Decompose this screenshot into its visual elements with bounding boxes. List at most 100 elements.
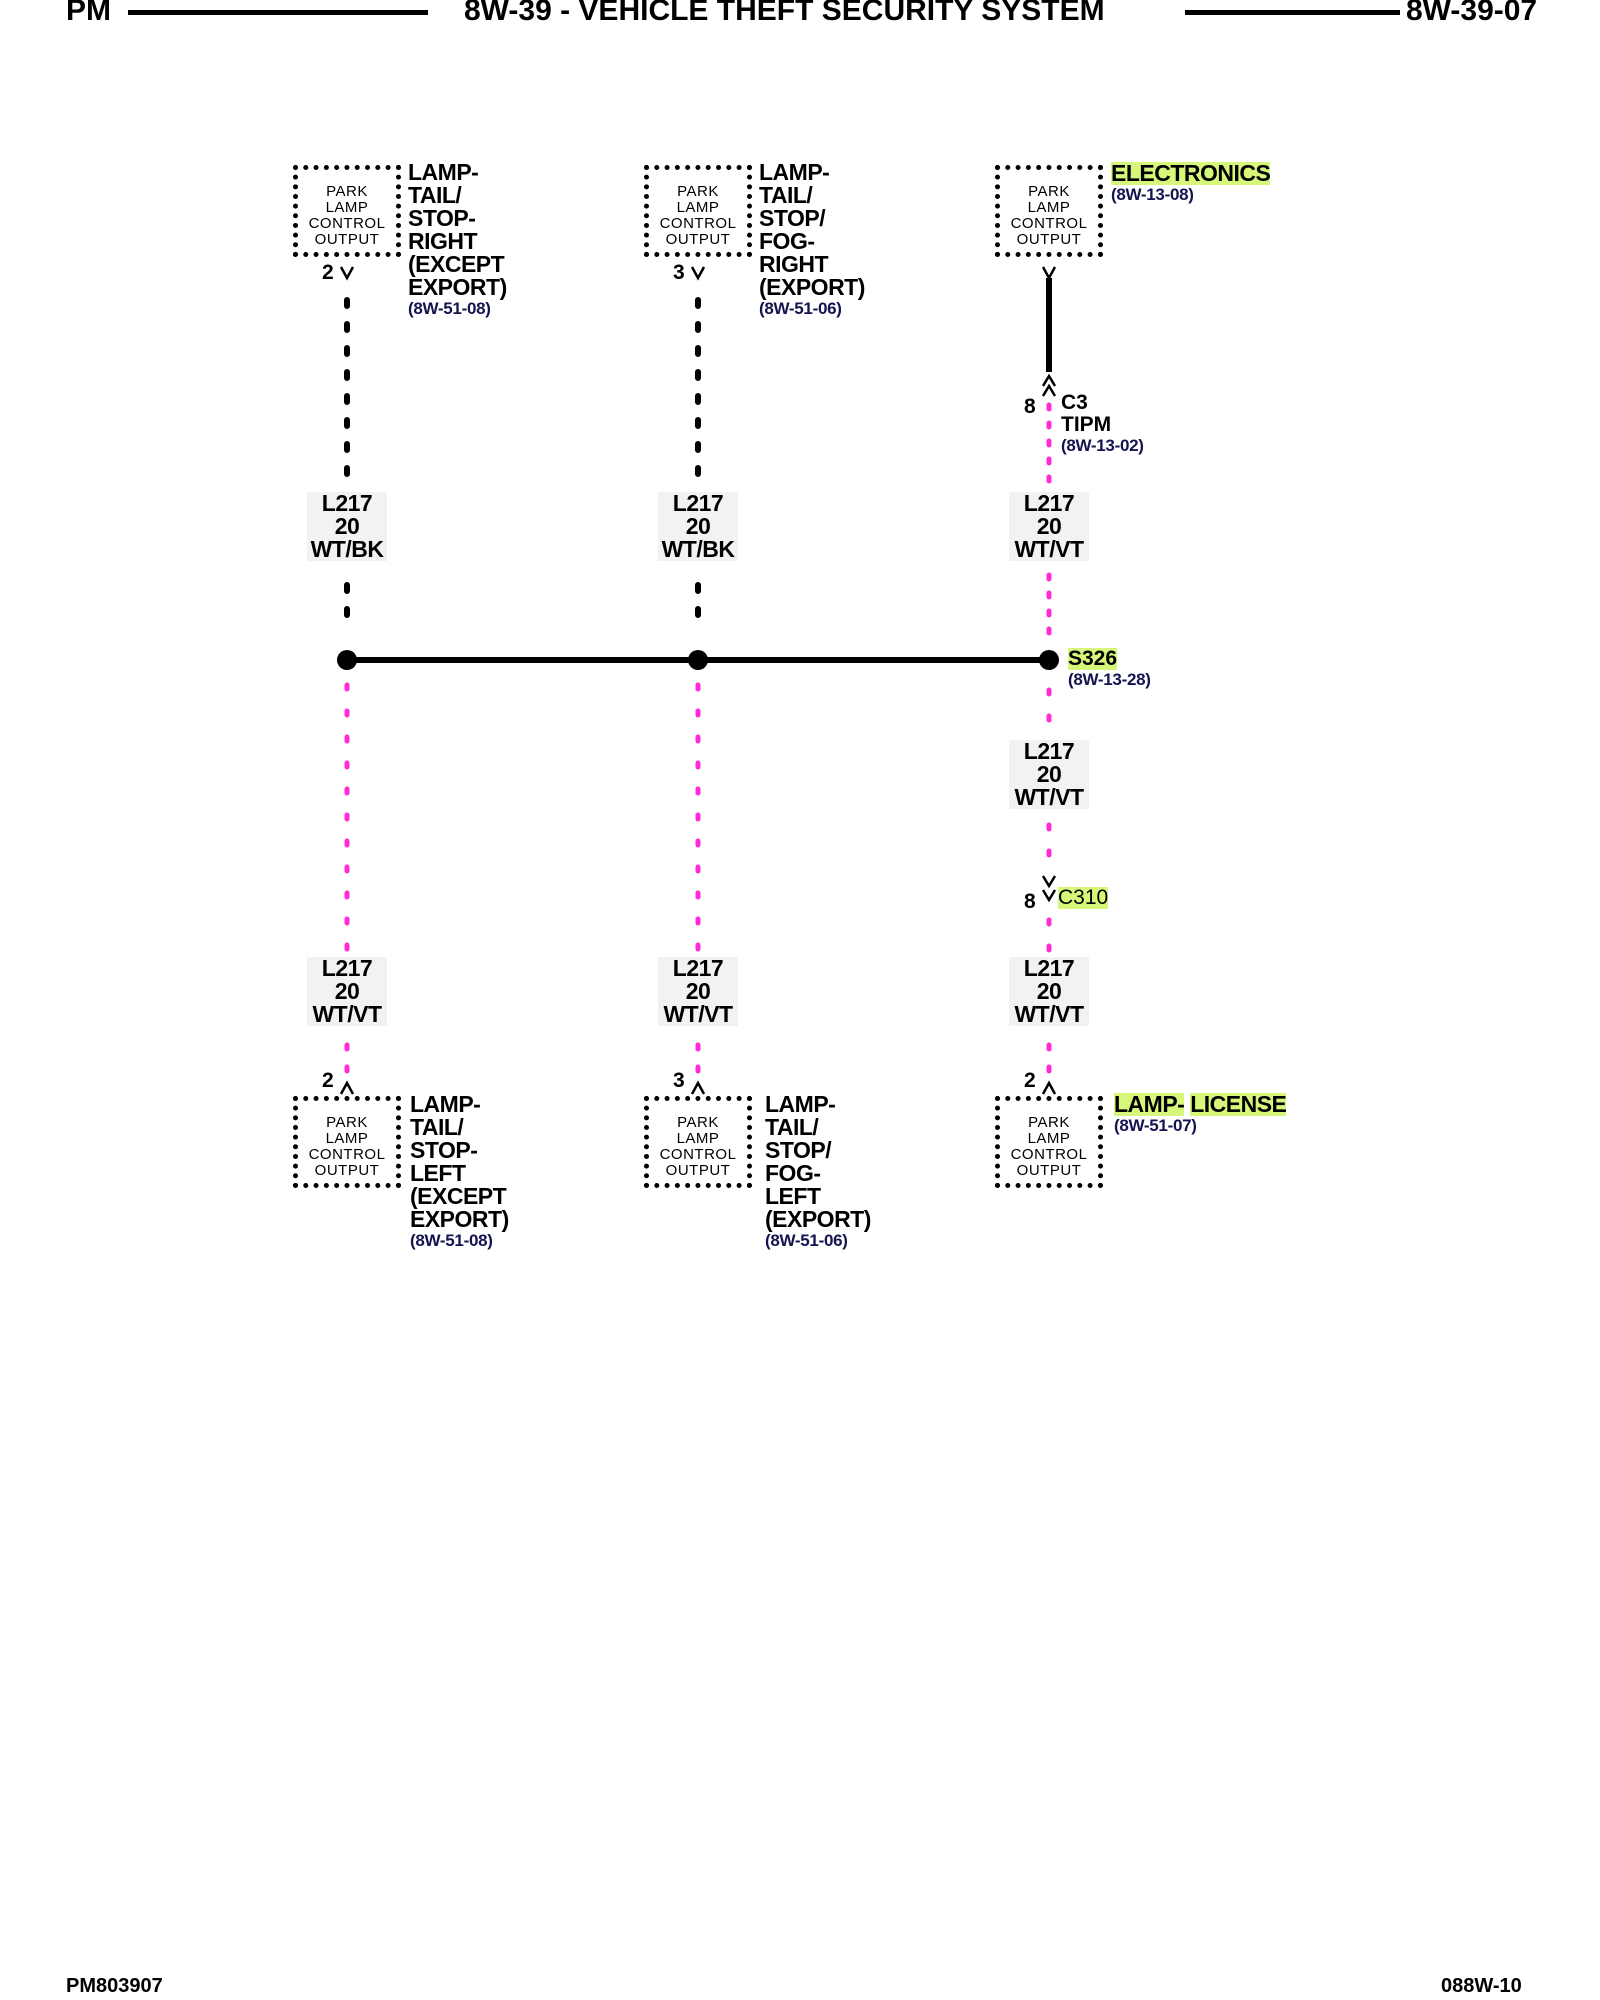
box-line: PARK	[326, 183, 368, 200]
component-name-line: TAIL/	[410, 1114, 464, 1140]
wire-gauge: 20	[1036, 761, 1062, 787]
wire-circuit: L217	[1023, 955, 1075, 981]
box-line: LAMP	[1027, 1130, 1071, 1147]
box-line: CONTROL	[308, 215, 386, 232]
footer-figure-id: 088W-10	[1441, 1975, 1522, 1997]
component-lamp-tail-stop-fog-left-export: LAMP- TAIL/ STOP/ FOG- LEFT (EXPORT) (8W…	[765, 1093, 871, 1251]
box-line: LAMP	[676, 199, 720, 216]
page-reference: (8W-13-02)	[1061, 436, 1144, 455]
wire-circuit: L217	[1023, 490, 1075, 516]
pin-number: 2	[322, 1069, 334, 1092]
box-line: OUTPUT	[1016, 231, 1082, 248]
component-name-line: LAMP-	[408, 159, 479, 185]
box-line: OUTPUT	[314, 231, 380, 248]
terminal-bottom-col2-icon	[690, 1080, 706, 1095]
c3-connector-icon-a	[1041, 373, 1057, 387]
park-lamp-output-box-top-right-fog: PARK LAMP CONTROL OUTPUT	[644, 165, 752, 257]
connector-c3-label: C3 TIPM (8W-13-02)	[1061, 392, 1144, 456]
wire-gauge: 20	[1036, 978, 1062, 1004]
terminal-bottom-col1-icon	[339, 1080, 355, 1095]
page-reference: (8W-51-06)	[759, 299, 842, 318]
wire-label-col1-lower: L217 20 WT/VT	[307, 957, 387, 1026]
pin-number: 2	[1024, 1069, 1036, 1092]
box-line: OUTPUT	[314, 1162, 380, 1179]
component-name-line: RIGHT	[759, 251, 829, 277]
pin-number: 2	[322, 261, 334, 284]
wire-label-col1-upper: L217 20 WT/BK	[307, 492, 387, 561]
component-name-line: LEFT	[765, 1183, 821, 1209]
terminal-bottom-col3-icon	[1041, 1080, 1057, 1095]
wire-label-col2-lower: L217 20 WT/VT	[658, 957, 738, 1026]
box-line: PARK	[677, 183, 719, 200]
wire-label-col2-upper: L217 20 WT/BK	[658, 492, 738, 561]
page-code: 8W-39-07	[1406, 0, 1538, 27]
component-name-line: STOP-	[410, 1137, 478, 1163]
c310-pin-number: 8	[1024, 890, 1036, 913]
box-line: OUTPUT	[665, 1162, 731, 1179]
component-name-line: EXPORT)	[408, 274, 507, 300]
c3-pin-number: 8	[1024, 395, 1036, 418]
component-name-line: TAIL/	[408, 182, 462, 208]
component-name-line: EXPORT)	[410, 1206, 509, 1232]
box-line: OUTPUT	[665, 231, 731, 248]
connector-c310-label: C310	[1058, 887, 1109, 909]
splice-name: S326	[1068, 647, 1118, 670]
c310-connector-icon-b	[1041, 889, 1057, 903]
component-name-line: (EXPORT)	[759, 274, 865, 300]
box-line: LAMP	[325, 1130, 369, 1147]
wire-gauge: 20	[334, 513, 360, 539]
component-lamp-tail-stop-fog-right-export: LAMP- TAIL/ STOP/ FOG- RIGHT (EXPORT) (8…	[759, 161, 865, 319]
wire-label-col3-splice-c310: L217 20 WT/VT	[1009, 740, 1089, 809]
splice-node-col2	[688, 650, 708, 670]
box-line: OUTPUT	[1016, 1162, 1082, 1179]
component-name-line: LAMP-	[410, 1091, 481, 1117]
terminal-top-col3-icon	[1041, 266, 1057, 281]
wire-circuit: L217	[321, 490, 373, 516]
component-lamp-tail-stop-left-except-export: LAMP- TAIL/ STOP- LEFT (EXCEPT EXPORT) (…	[410, 1093, 509, 1251]
wire-color: WT/VT	[1014, 784, 1084, 810]
component-lamp-license: LAMP- LICENSE (8W-51-07)	[1114, 1091, 1287, 1136]
park-lamp-output-box-license: PARK LAMP CONTROL OUTPUT	[995, 1096, 1103, 1188]
box-line: PARK	[326, 1114, 368, 1131]
component-name-line: LAMP-	[1114, 1091, 1185, 1117]
header-rule-left	[128, 10, 428, 15]
header-left: PM	[66, 0, 111, 27]
wire-color: WT/VT	[1014, 1001, 1084, 1027]
wire-gauge: 20	[334, 978, 360, 1004]
page-reference: (8W-51-06)	[765, 1231, 848, 1250]
park-lamp-output-box-left-fog: PARK LAMP CONTROL OUTPUT	[644, 1096, 752, 1188]
wire-circuit: L217	[321, 955, 373, 981]
park-lamp-output-box-left-lamp: PARK LAMP CONTROL OUTPUT	[293, 1096, 401, 1188]
c310-connector-icon-a	[1041, 875, 1057, 889]
wire-label-col3-upper: L217 20 WT/VT	[1009, 492, 1089, 561]
header-rule-right	[1185, 10, 1400, 15]
wire-color: WT/VT	[312, 1001, 382, 1027]
component-name-line: LEFT	[410, 1160, 466, 1186]
c3-connector-icon-b	[1041, 383, 1057, 397]
box-line: PARK	[677, 1114, 719, 1131]
component-name-line: ELECTRONICS	[1111, 160, 1271, 186]
component-name-line: LAMP-	[765, 1091, 836, 1117]
component-name-line: (EXCEPT	[408, 251, 505, 277]
component-name-line: TAIL/	[765, 1114, 819, 1140]
component-name-line: STOP/	[765, 1137, 832, 1163]
component-lamp-tail-stop-right-except-export: LAMP- TAIL/ STOP- RIGHT (EXCEPT EXPORT) …	[408, 161, 507, 319]
box-line: PARK	[1028, 1114, 1070, 1131]
wire-gauge: 20	[685, 513, 711, 539]
component-name-line: LAMP-	[759, 159, 830, 185]
component-name-line: (EXPORT)	[765, 1206, 871, 1232]
terminal-top-col1-icon	[339, 266, 355, 281]
box-line: CONTROL	[1010, 1146, 1088, 1163]
wire-circuit: L217	[672, 490, 724, 516]
wire-label-col3-lower: L217 20 WT/VT	[1009, 957, 1089, 1026]
wire-circuit: L217	[672, 955, 724, 981]
wire-gauge: 20	[685, 978, 711, 1004]
box-line: CONTROL	[1010, 215, 1088, 232]
component-name-line: STOP-	[408, 205, 476, 231]
component-name-line: FOG-	[765, 1160, 821, 1186]
component-name-line: STOP/	[759, 205, 826, 231]
wire-color: WT/VT	[663, 1001, 733, 1027]
splice-node-col1	[337, 650, 357, 670]
page-reference: (8W-51-08)	[410, 1231, 493, 1250]
